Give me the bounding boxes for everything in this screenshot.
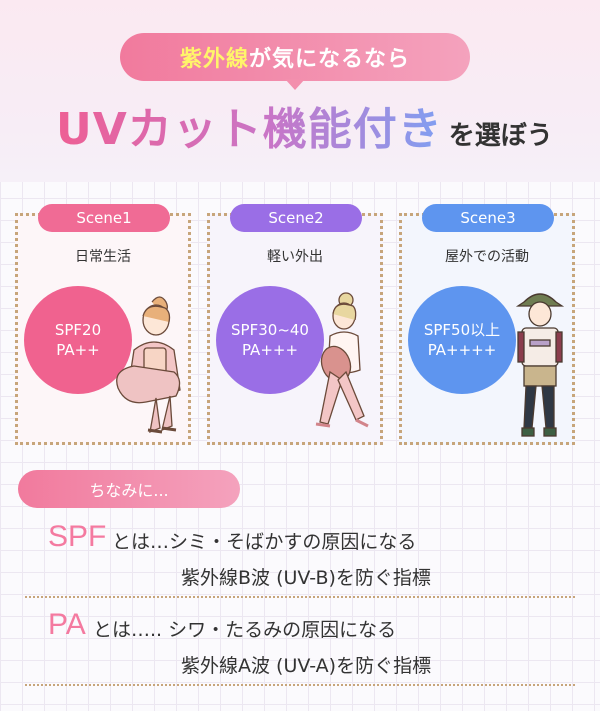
divider — [25, 596, 575, 598]
definition-line2: 紫外線B波 (UV-B)を防ぐ指標 — [181, 567, 431, 589]
scene-card-1: Scene1 日常生活 SPF20 PA++ — [15, 204, 191, 445]
pa-value: PA++++ — [427, 341, 497, 359]
callout-text: が気になるなら — [249, 47, 411, 72]
spf-circle: SPF20 PA++ — [24, 286, 132, 394]
spf-value: SPF50以上 — [423, 320, 501, 339]
spf-circle: SPF30~40 PA+++ — [216, 286, 324, 394]
scene-card-3: Scene3 屋外での活動 SPF50以上 PA++++ — [399, 204, 575, 445]
headline-suffix: を選ぼう — [448, 121, 553, 151]
scene-title: 日常生活 — [75, 249, 131, 265]
definition-line2: 紫外線A波 (UV-A)を防ぐ指標 — [181, 655, 432, 677]
headline-main: UVカット機能付き — [56, 93, 443, 157]
definition-line1: とは…シミ・そばかすの原因になる — [112, 531, 417, 553]
note-pill: ちなみに... — [18, 470, 240, 508]
definition-abbr: PA — [48, 608, 86, 641]
callout-highlight: 紫外線 — [179, 47, 249, 72]
scene-tag: Scene2 — [230, 204, 362, 232]
sitting-woman-illustration — [116, 296, 181, 434]
definition-abbr: SPF — [48, 520, 107, 553]
callout-tail — [285, 79, 305, 90]
top-callout-pill: 紫外線が気になるなら — [120, 33, 470, 81]
definition-line1: とは….. シワ・たるみの原因になる — [93, 619, 397, 641]
headline: UVカット機能付き を選ぼう — [56, 93, 556, 163]
scene-title: 軽い外出 — [267, 249, 323, 265]
scene-tag: Scene1 — [38, 204, 170, 232]
divider — [25, 684, 575, 686]
header-banner: 紫外線が気になるなら UVカット機能付き を選ぼう — [0, 0, 600, 182]
spf-value: SPF30~40 — [231, 320, 309, 339]
hiker-illustration — [515, 293, 565, 437]
pa-value: PA+++ — [241, 341, 299, 359]
pa-value: PA++ — [56, 341, 100, 359]
scene-tag: Scene3 — [422, 204, 554, 232]
spf-circle: SPF50以上 PA++++ — [408, 286, 516, 394]
scene-card-2: Scene2 軽い外出 SPF30~40 PA+++ — [207, 204, 383, 445]
scene-title: 屋外での活動 — [445, 249, 529, 265]
spf-value: SPF20 — [54, 320, 102, 339]
walking-woman-illustration — [315, 292, 369, 428]
